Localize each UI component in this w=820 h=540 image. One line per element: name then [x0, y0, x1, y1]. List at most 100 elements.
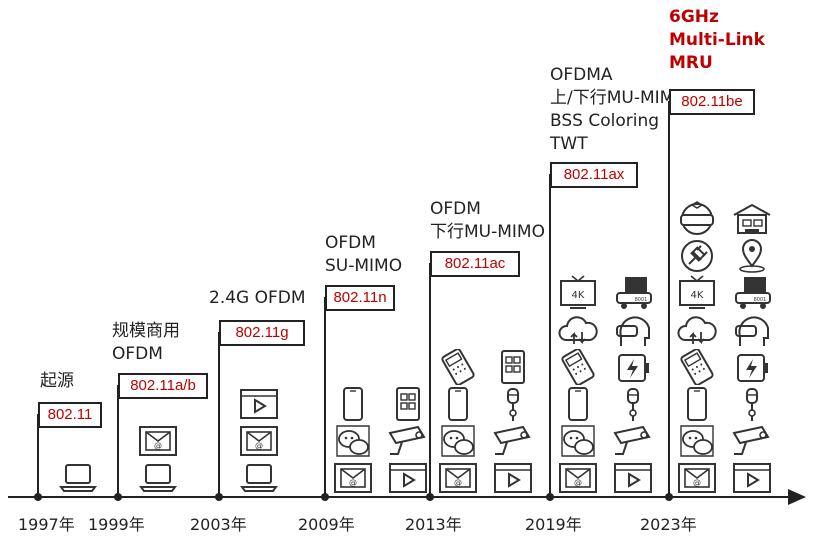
timeline-arrowhead	[788, 489, 806, 505]
standard-tag: 802.11ax	[550, 162, 638, 188]
svg-text:4K: 4K	[572, 290, 585, 301]
email-icon: @	[334, 463, 372, 493]
milestone-line	[218, 332, 220, 497]
tv-4k-icon: 4K	[679, 275, 715, 309]
svg-text:@: @	[349, 478, 357, 487]
svg-text:8001: 8001	[635, 297, 648, 303]
standard-tag: 802.11a/b	[118, 373, 208, 399]
milestone-line	[117, 385, 119, 497]
feature-label: SU-MIMO	[325, 256, 403, 276]
feature-label: 上/下行MU-MIMO	[550, 88, 688, 108]
phone-icon	[687, 387, 707, 421]
video-icon	[614, 463, 652, 493]
camera-icon	[493, 425, 531, 455]
chat-icon	[561, 425, 595, 457]
feature-label: 起源	[40, 371, 74, 391]
feature-label: 下行MU-MIMO	[430, 222, 545, 242]
pos-terminal-icon	[680, 349, 714, 385]
cloud-sync-icon	[558, 316, 598, 345]
laptop-icon	[240, 464, 278, 492]
battery-charge-icon	[618, 354, 649, 382]
feature-label: TWT	[550, 134, 588, 154]
standard-tag: 802.11g	[219, 320, 305, 346]
feature-label: OFDMA	[550, 65, 613, 85]
standard-tag: 802.11	[38, 402, 102, 428]
standard-tag: 802.11be	[669, 89, 755, 115]
svg-text:@: @	[255, 441, 263, 450]
laptop-icon	[139, 464, 177, 492]
cloud-sync-icon	[677, 316, 717, 345]
camera-icon	[732, 425, 770, 455]
chat-icon	[680, 425, 714, 457]
feature-label: MRU	[669, 53, 713, 73]
year-label: 2009年	[298, 515, 355, 534]
timeline-dot	[34, 493, 42, 501]
feature-label: OFDM	[325, 233, 376, 253]
smart-factory-icon	[733, 203, 771, 234]
milestone-line	[324, 297, 326, 497]
location-pin-icon	[739, 239, 765, 273]
robot-cart-icon: 8001	[616, 277, 652, 309]
vr-viewer-icon	[680, 201, 714, 235]
standard-tag: 802.11n	[325, 285, 395, 311]
laptop-icon	[59, 464, 97, 492]
svg-text:8001: 8001	[754, 297, 767, 303]
milestone-line	[429, 263, 431, 497]
timeline-dot	[321, 493, 329, 501]
year-label: 1997年	[18, 515, 75, 534]
phone-icon	[568, 387, 588, 421]
video-icon	[389, 463, 427, 493]
timeline-dot	[114, 493, 122, 501]
iv-drip-icon	[627, 388, 639, 421]
year-label: 1999年	[88, 515, 145, 534]
timeline-dot	[546, 493, 554, 501]
robot-cart-icon: 8001	[735, 277, 771, 309]
timeline-dot	[215, 493, 223, 501]
video-icon	[733, 463, 771, 493]
email-icon: @	[559, 463, 597, 493]
pos-terminal-icon	[441, 349, 475, 385]
svg-text:4K: 4K	[691, 290, 704, 301]
battery-charge-icon	[737, 354, 768, 382]
ev-plug-icon	[681, 240, 713, 272]
year-label: 2019年	[525, 515, 582, 534]
feature-label: BSS Coloring	[550, 111, 660, 131]
feature-label: OFDM	[112, 344, 163, 364]
milestone-line	[549, 174, 551, 497]
camera-icon	[388, 425, 426, 455]
milestone-line	[668, 101, 670, 497]
timeline-dot	[665, 493, 673, 501]
year-label: 2013年	[405, 515, 462, 534]
phone-icon	[448, 387, 468, 421]
feature-label: 规模商用	[112, 321, 180, 341]
svg-text:@: @	[693, 478, 701, 487]
video-icon	[240, 389, 278, 419]
milestone-line	[37, 414, 39, 497]
year-label: 2023年	[640, 515, 697, 534]
chat-icon	[441, 425, 475, 457]
svg-text:@: @	[574, 478, 582, 487]
chat-icon	[336, 425, 370, 457]
pos-terminal-icon	[561, 349, 595, 385]
timeline-dot	[426, 493, 434, 501]
tablet-icon	[396, 387, 420, 421]
email-icon: @	[439, 463, 477, 493]
svg-text:@: @	[154, 441, 162, 450]
email-icon: @	[139, 426, 177, 456]
feature-label: 2.4G OFDM	[209, 288, 306, 308]
email-icon: @	[678, 463, 716, 493]
vr-headset-icon	[735, 316, 769, 346]
feature-label: Multi-Link	[669, 30, 765, 50]
vr-headset-icon	[616, 316, 650, 346]
video-icon	[494, 463, 532, 493]
iv-drip-icon	[507, 388, 519, 421]
standard-tag: 802.11ac	[430, 251, 520, 277]
iv-drip-icon	[746, 388, 758, 421]
feature-label: 6GHz	[669, 7, 719, 27]
email-icon: @	[240, 426, 278, 456]
camera-icon	[613, 425, 651, 455]
feature-label: OFDM	[430, 199, 481, 219]
tv-4k-icon: 4K	[560, 275, 596, 309]
